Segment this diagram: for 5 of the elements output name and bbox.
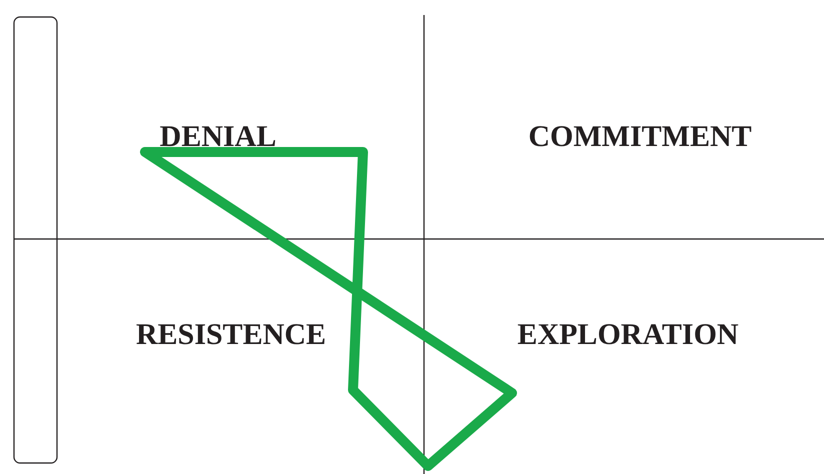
quadrant-label: DENIAL <box>160 122 276 152</box>
quadrant-label: RESISTENCE <box>136 320 326 350</box>
quadrant-label: COMMITMENT <box>528 122 752 152</box>
quadrant-label: EXPLORATION <box>517 320 739 350</box>
vertical-bar <box>13 16 58 464</box>
